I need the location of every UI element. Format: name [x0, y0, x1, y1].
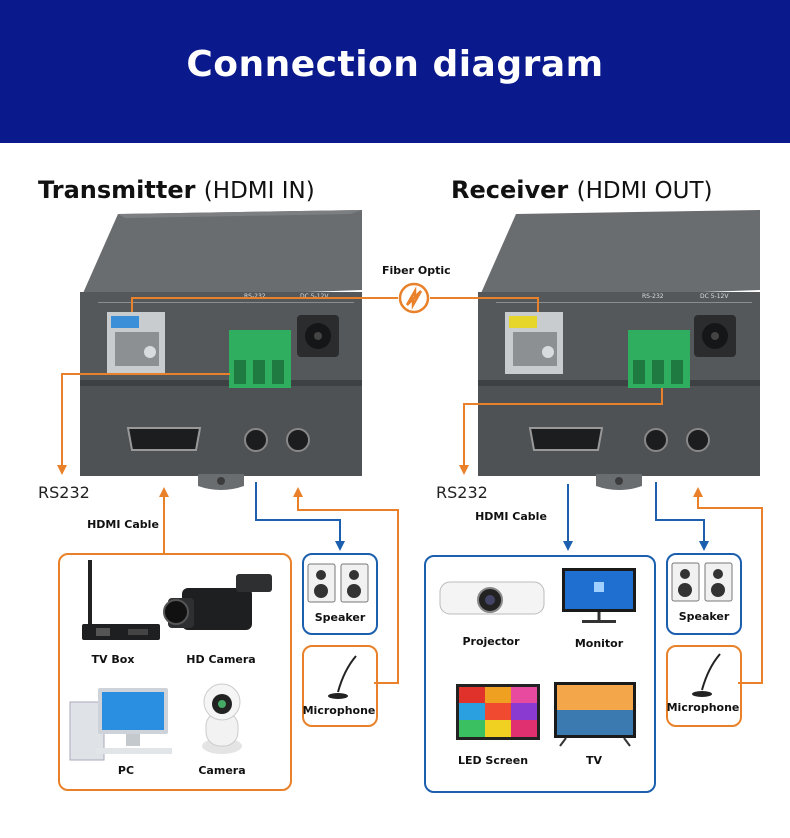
rs232-line-left: [57, 373, 230, 475]
rx-dc-mark: DC 5-12V: [700, 293, 729, 300]
camera-label: Camera: [198, 764, 246, 777]
speaker-label-left: Speaker: [314, 611, 366, 624]
hdmi-cable-label-left: HDMI Cable: [87, 518, 159, 531]
tv-box-label: TV Box: [91, 653, 135, 666]
fiber-optic-label: Fiber Optic: [382, 264, 451, 277]
tx-dc-mark: DC 5-12V: [300, 293, 329, 300]
receiver-heading: Receiver (HDMI OUT): [451, 176, 713, 204]
pc-icon: [69, 688, 172, 761]
led-screen-icon: [456, 684, 540, 740]
receiver-title: Receiver: [451, 176, 569, 204]
mic-line-right: [693, 487, 763, 684]
security-camera-icon: [202, 683, 242, 754]
rx-rs232-mark: RS-232: [642, 293, 664, 300]
led-screen-label: LED Screen: [457, 754, 529, 767]
microphone-label-right: Microphone: [666, 701, 740, 714]
mic-line-left: [293, 487, 399, 684]
pc-label: PC: [117, 764, 135, 777]
speaker-icon-left: [307, 563, 369, 603]
tv-box-icon: [82, 560, 160, 640]
rs232-label-left: RS232: [38, 483, 90, 502]
transmitter-title: Transmitter: [38, 176, 196, 204]
microphone-label-left: Microphone: [302, 704, 376, 717]
hdmi-cable-label-right: HDMI Cable: [475, 510, 547, 523]
tv-label: TV: [585, 754, 603, 767]
page-title: Connection diagram: [186, 44, 604, 85]
monitor-icon: [562, 568, 636, 623]
fiber-optic-link: [131, 282, 539, 314]
transmitter-device: [80, 210, 362, 490]
receiver-device: [478, 210, 760, 490]
monitor-label: Monitor: [574, 637, 624, 650]
tx-rs232-mark: RS-232: [244, 293, 266, 300]
microphone-icon-right: [692, 653, 721, 697]
title-banner: Connection diagram: [0, 0, 790, 143]
rs232-label-right: RS232: [436, 483, 488, 502]
transmitter-heading: Transmitter (HDMI IN): [38, 176, 315, 204]
speaker-icon-right: [671, 562, 733, 602]
speaker-label-right: Speaker: [678, 610, 730, 623]
receiver-subtitle: (HDMI OUT): [576, 178, 713, 204]
speaker-line-left: [255, 482, 345, 551]
microphone-icon-left: [328, 655, 357, 699]
tv-icon: [554, 682, 636, 747]
transmitter-subtitle: (HDMI IN): [203, 178, 315, 204]
hd-camera-icon: [163, 574, 272, 630]
hd-camera-label: HD Camera: [186, 653, 256, 666]
speaker-line-right: [655, 482, 709, 551]
projector-label: Projector: [462, 635, 520, 648]
rs232-line-right: [459, 388, 663, 475]
projector-icon: [439, 581, 545, 615]
